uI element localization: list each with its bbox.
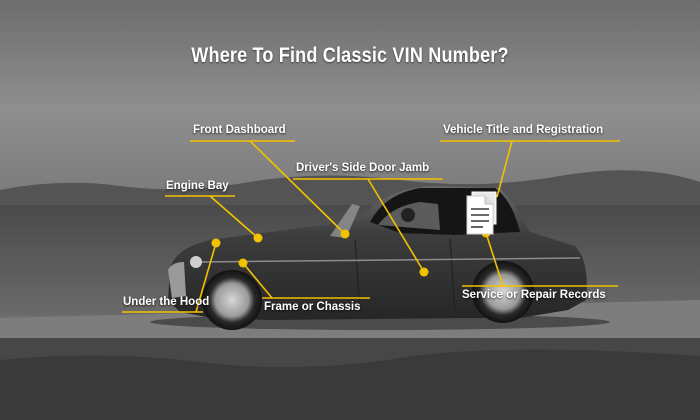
page-title: Where To Find Classic VIN Number?	[191, 44, 509, 67]
tree-line	[0, 170, 700, 215]
dot-frame-chassis	[238, 258, 248, 268]
label-vehicle-title: Vehicle Title and Registration	[443, 124, 604, 136]
label-service-records: Service or Repair Records	[462, 289, 606, 301]
dot-engine-bay	[253, 233, 263, 243]
label-under-hood: Under the Hood	[123, 296, 210, 308]
dot-under-hood	[211, 238, 221, 248]
sky	[0, 0, 700, 200]
label-door-jamb: Driver's Side Door Jamb	[296, 162, 430, 174]
label-frame-chassis: Frame or Chassis	[264, 301, 361, 313]
dot-door-jamb	[419, 267, 429, 277]
callout-dots	[211, 228, 491, 277]
callout-lines	[122, 140, 620, 313]
dot-front-dashboard	[340, 229, 350, 239]
document-icon	[466, 191, 497, 235]
label-front-dashboard: Front Dashboard	[193, 124, 286, 136]
rear-wheel	[472, 261, 534, 323]
front-wheel	[202, 270, 262, 330]
foreground-blur	[0, 349, 700, 420]
label-engine-bay: Engine Bay	[166, 180, 229, 192]
